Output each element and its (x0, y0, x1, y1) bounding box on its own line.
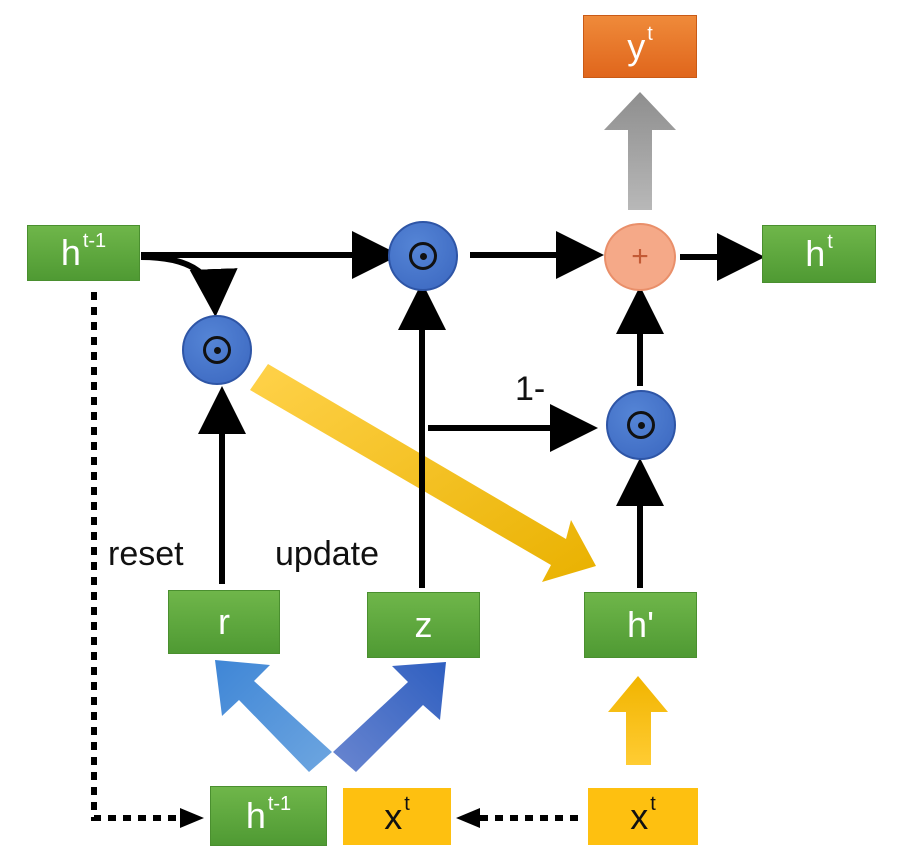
update-gate-base: z (414, 604, 433, 645)
candidate-node: h' (584, 592, 697, 658)
candidate-multiply-node (606, 390, 676, 460)
x-copy-dotted-arrowhead (456, 808, 480, 828)
h-prev-input-sup: t-1 (267, 792, 292, 815)
y-output-base: y (627, 25, 646, 67)
input-to-reset-arrow (215, 660, 332, 772)
h-output-base: h (805, 233, 826, 274)
hadamard-icon (409, 242, 437, 270)
update-label: update (275, 535, 379, 573)
output-arrow (604, 92, 676, 210)
reset-multiply-node (182, 315, 252, 385)
h-prev-base: h (60, 232, 81, 273)
hadamard-icon (627, 411, 655, 439)
candidate-base: h' (627, 604, 654, 645)
x-copy-sup: t (404, 793, 410, 815)
x-to-candidate-arrow (608, 676, 668, 765)
h-prev-sup: t-1 (82, 229, 107, 252)
x-input-sup: t (650, 793, 656, 815)
x-input-base: x (630, 795, 649, 837)
reset-label: reset (108, 535, 184, 573)
sum-node: + (604, 223, 676, 291)
hprev-copy-dotted-arrowhead (180, 808, 204, 828)
update-multiply-node (388, 221, 458, 291)
h-prev-input-base: h (245, 795, 266, 836)
input-to-update-arrow (333, 662, 446, 772)
reset-gate-base: r (218, 601, 230, 642)
y-output-sup: t (647, 23, 653, 45)
hprev-to-reset-mult-curve (140, 254, 238, 317)
h-output-sup: t (827, 230, 833, 253)
hprev-copy-dotted-line (91, 292, 180, 821)
reset-gate-node: r (168, 590, 280, 654)
x-copy-base: x (384, 795, 403, 837)
one-minus-label: 1- (515, 370, 546, 408)
plus-icon: + (631, 240, 649, 273)
hadamard-icon (203, 336, 231, 364)
update-gate-node: z (367, 592, 480, 658)
